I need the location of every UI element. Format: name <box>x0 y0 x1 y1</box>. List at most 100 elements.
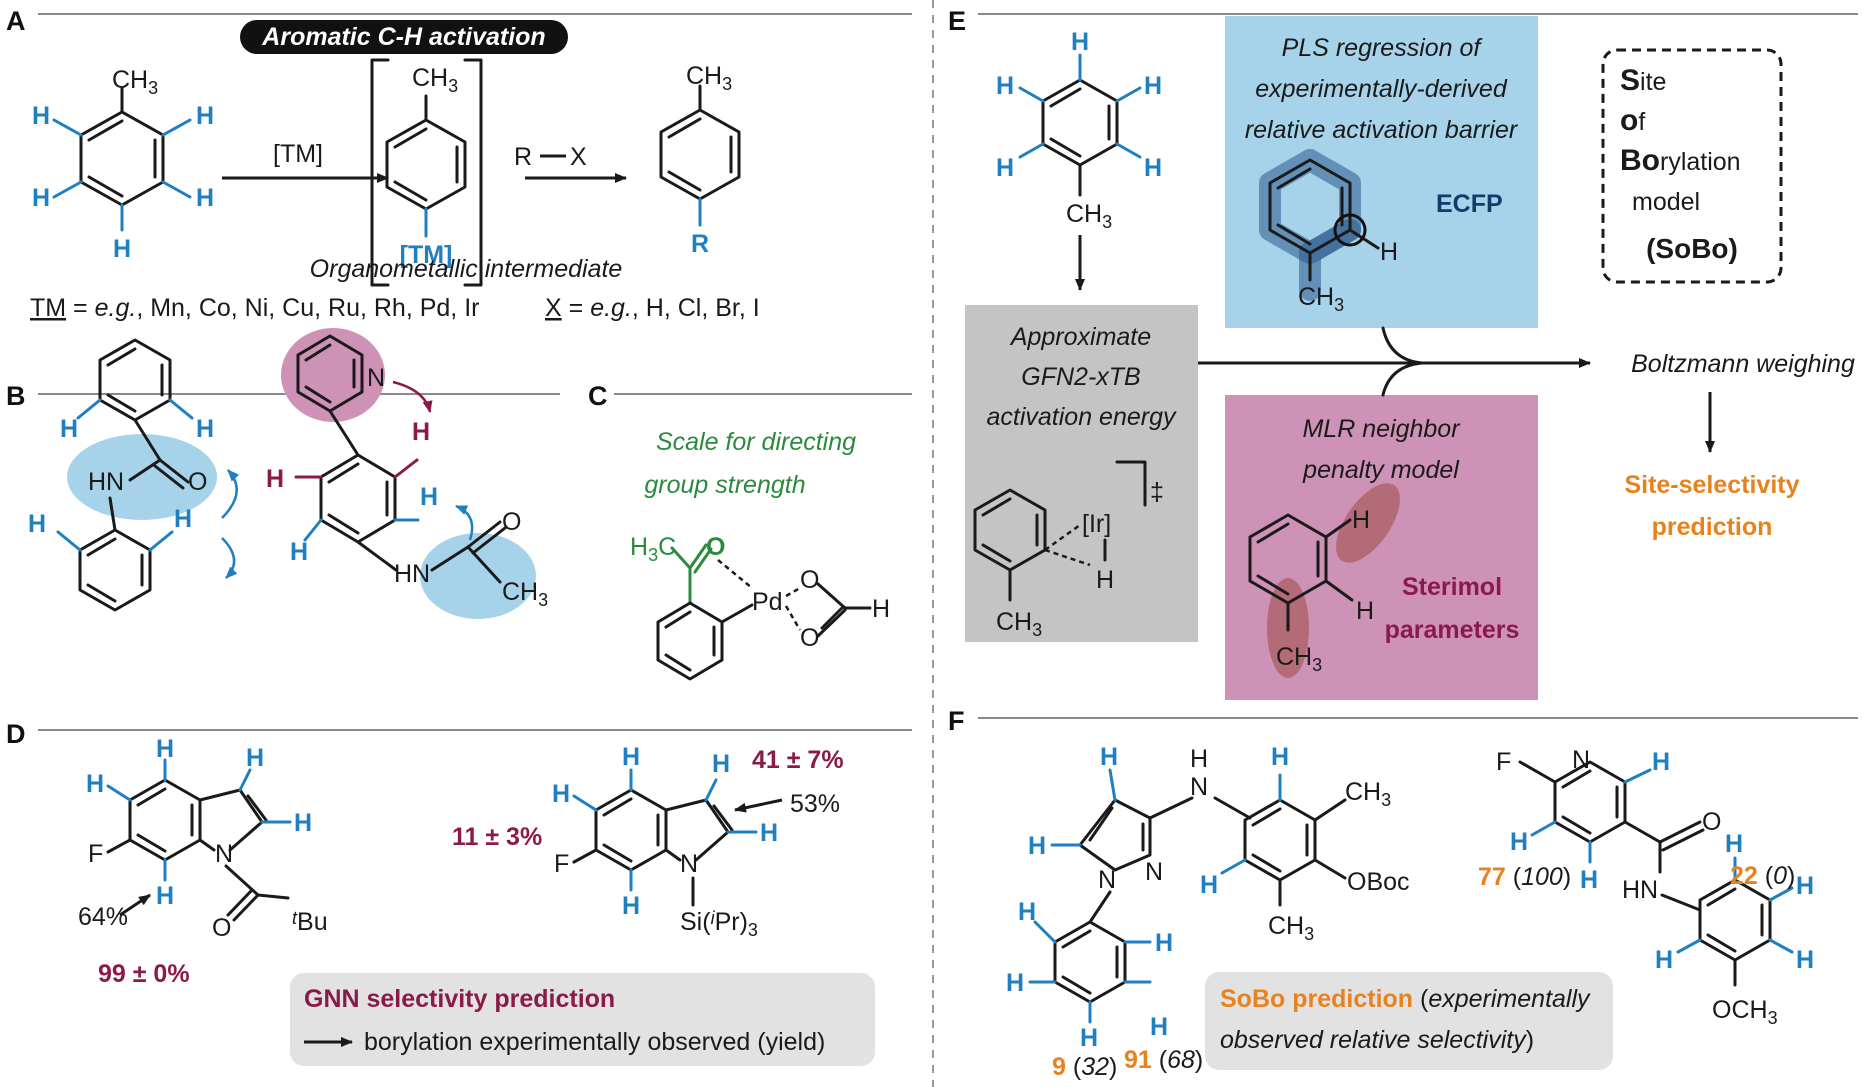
sterimol-line-2: parameters <box>1385 616 1520 644</box>
svg-text:O: O <box>212 914 231 942</box>
svg-text:N: N <box>367 364 385 392</box>
svg-text:H: H <box>1155 929 1173 957</box>
svg-text:H: H <box>622 892 640 920</box>
svg-text:N: N <box>1145 858 1163 886</box>
svg-text:OBoc: OBoc <box>1347 868 1410 896</box>
prediction-41: 41 ± 7% <box>752 746 844 774</box>
svg-text:H: H <box>420 483 438 511</box>
svg-text:O: O <box>800 566 819 594</box>
site-selectivity-line-2: prediction <box>1652 513 1773 541</box>
panel-letter-c: C <box>588 381 608 411</box>
svg-text:HN: HN <box>88 468 124 496</box>
panel-e: H H H H H CH3 Approximate GFN2-xTB activ… <box>965 16 1855 700</box>
value-9: 9 (32) <box>1052 1053 1117 1081</box>
h3c-label: H3C <box>630 533 676 565</box>
svg-text:N: N <box>215 840 233 868</box>
svg-text:H: H <box>32 102 50 130</box>
svg-text:H: H <box>1028 832 1046 860</box>
pls-line-1: PLS regression of <box>1282 34 1484 62</box>
directing-scale-title-2: group strength <box>644 471 805 499</box>
intermediate-caption: Organometallic intermediate <box>310 255 623 283</box>
svg-text:N: N <box>1572 746 1590 774</box>
svg-text:H: H <box>1100 743 1118 771</box>
sobo-line-site: Site <box>1620 64 1666 97</box>
mlr-line-1: MLR neighbor <box>1302 415 1461 443</box>
gnn-legend-text: borylation experimentally observed (yiel… <box>364 1028 825 1056</box>
svg-text:O: O <box>502 508 521 536</box>
svg-text:F: F <box>88 840 103 868</box>
panel-b: H H O HN H H N <box>28 328 548 619</box>
banner-text: Aromatic C-H activation <box>261 23 545 51</box>
svg-text:H: H <box>246 744 264 772</box>
svg-text:CH3: CH3 <box>412 64 458 96</box>
toluene-reactant: CH3 H H H H H <box>32 66 214 263</box>
panel-letter-d: D <box>6 719 26 749</box>
svg-text:X: X <box>570 143 587 171</box>
ir-transition-state: [Ir] H CH3 ‡ <box>973 460 1164 640</box>
svg-text:H: H <box>1352 506 1370 534</box>
svg-text:H: H <box>1006 969 1024 997</box>
value-22: 22 (0) <box>1730 862 1795 890</box>
panel-d: N H H H H H F O tBu 64% 99 ± 0% <box>78 735 875 1066</box>
svg-text:H: H <box>1071 28 1089 56</box>
prediction-99: 99 ± 0% <box>98 960 190 988</box>
svg-text:H: H <box>1580 866 1598 894</box>
sobo-legend-box <box>1205 972 1613 1070</box>
svg-text:HN: HN <box>1622 876 1658 904</box>
svg-text:H: H <box>1144 72 1162 100</box>
gfn-line-2: GFN2-xTB <box>1021 363 1140 391</box>
svg-text:‡: ‡ <box>1150 478 1164 506</box>
svg-text:H: H <box>1096 566 1114 594</box>
ecfp-label: ECFP <box>1436 190 1503 218</box>
product-toluene: CH3 R <box>659 62 741 258</box>
left-bracket <box>370 58 390 287</box>
sobo-line-model: model <box>1632 188 1700 216</box>
svg-text:[Ir]: [Ir] <box>1082 510 1111 538</box>
label-tm: [TM] <box>273 140 323 168</box>
svg-text:N: N <box>1098 866 1116 894</box>
observed-53: 53% <box>790 790 840 818</box>
svg-text:H: H <box>290 538 308 566</box>
svg-text:H: H <box>60 415 78 443</box>
sobo-box <box>1601 48 1783 284</box>
svg-text:H: H <box>28 510 46 538</box>
value-77: 77 (100) <box>1478 863 1571 891</box>
panel-f: N N H H N H H H CH3 OBoc CH3 <box>1006 743 1814 1081</box>
svg-text:F: F <box>554 850 569 878</box>
right-bracket <box>463 58 483 287</box>
svg-text:tBu: tBu <box>292 908 328 936</box>
sobo-abbreviation: (SoBo) <box>1646 233 1738 264</box>
tm-bound-label: [TM] <box>400 241 453 269</box>
svg-text:H: H <box>1018 898 1036 926</box>
svg-text:CH3: CH3 <box>1066 200 1112 232</box>
svg-text:H: H <box>86 770 104 798</box>
pls-line-3: relative activation barrier <box>1245 116 1519 144</box>
fluoropyridine-amide: N F H H H O HN H H H <box>1478 746 1814 1028</box>
svg-text:CH3: CH3 <box>1298 283 1344 315</box>
svg-text:CH3: CH3 <box>686 62 732 94</box>
svg-text:H: H <box>1510 828 1528 856</box>
svg-text:F: F <box>1496 748 1511 776</box>
sobo-legend-line-2: observed relative selectivity) <box>1220 1026 1534 1054</box>
toluene-e: H H H H H CH3 <box>996 28 1162 232</box>
boltzmann-label: Boltzmann weighing <box>1631 350 1855 378</box>
svg-text:H: H <box>996 72 1014 100</box>
pyridyl-acetanilide: N H H H H HN O CH3 <box>266 334 548 610</box>
svg-text:Pd: Pd <box>752 588 783 616</box>
svg-text:CH3: CH3 <box>112 66 158 98</box>
svg-text:H: H <box>412 418 430 446</box>
svg-text:H: H <box>1190 745 1208 773</box>
svg-text:H: H <box>1150 1013 1168 1041</box>
mlr-line-2: penalty model <box>1302 456 1460 484</box>
svg-text:H: H <box>174 505 192 533</box>
organometallic-intermediate: CH3 [TM] <box>385 64 467 269</box>
svg-text:H: H <box>156 882 174 910</box>
svg-text:H: H <box>156 735 174 763</box>
ecfp-merge-curve <box>1381 326 1424 365</box>
indole-tips: N H H H H H F Si(iPr)3 41 ± 7% 53% 11 ± … <box>452 743 844 940</box>
panel-letter-a: A <box>6 6 26 36</box>
panel-letter-f: F <box>948 706 965 736</box>
indole-tbu: N H H H H H F O tBu 64% 99 ± 0% <box>78 735 328 988</box>
svg-text:CH3: CH3 <box>996 608 1042 640</box>
